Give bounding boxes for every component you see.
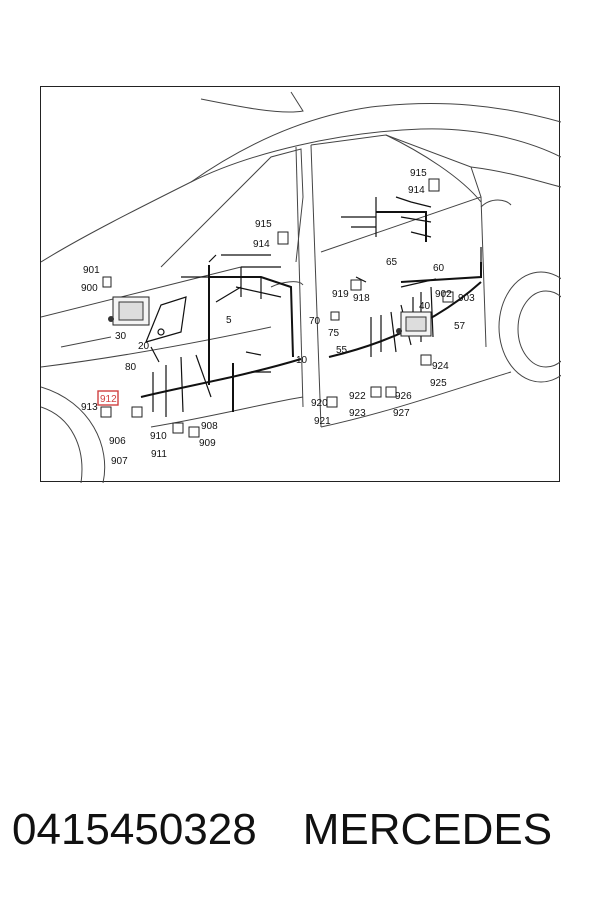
label-901: 901 [83, 265, 100, 276]
highlight-box-912 [97, 390, 119, 406]
label-40: 40 [419, 301, 431, 312]
label-30: 30 [115, 331, 127, 342]
label-919: 919 [332, 289, 349, 300]
label-60: 60 [433, 263, 445, 274]
label-75: 75 [328, 328, 340, 339]
label-65: 65 [386, 257, 398, 268]
label-926: 926 [395, 391, 412, 402]
label-908: 908 [201, 421, 218, 432]
label-922: 922 [349, 391, 366, 402]
label-903: 903 [458, 293, 475, 304]
label-914-rear: 914 [408, 185, 425, 196]
wiring-diagram: 901 900 30 20 80 913 912 906 907 910 911… [40, 86, 561, 483]
label-10: 10 [296, 355, 308, 366]
label-906: 906 [109, 436, 126, 447]
label-915-front: 915 [255, 219, 272, 230]
label-907: 907 [111, 456, 128, 467]
label-925: 925 [430, 378, 447, 389]
label-80: 80 [125, 362, 137, 373]
brand-name: MERCEDES [302, 805, 553, 854]
part-number: 0415450328 [12, 805, 257, 854]
control-module-30 [108, 296, 150, 326]
control-module-57 [396, 311, 432, 337]
footer: 0415450328 MERCEDES [12, 800, 592, 860]
label-921: 921 [314, 416, 331, 427]
label-5: 5 [226, 315, 232, 326]
window-regulator-20 [144, 296, 187, 343]
label-910: 910 [150, 431, 167, 442]
label-918: 918 [353, 293, 370, 304]
label-900: 900 [81, 283, 98, 294]
label-912: 912 [100, 394, 117, 405]
label-913: 913 [81, 402, 98, 413]
connectors [100, 178, 454, 438]
label-20: 20 [138, 341, 150, 352]
label-909: 909 [199, 438, 216, 449]
label-902: 902 [435, 289, 452, 300]
label-55: 55 [336, 345, 348, 356]
label-911: 911 [151, 449, 167, 460]
label-927: 927 [393, 408, 410, 419]
label-915-rear: 915 [410, 168, 427, 179]
label-920: 920 [311, 398, 328, 409]
label-57: 57 [454, 321, 466, 332]
label-70: 70 [309, 316, 321, 327]
wiring-diagram-svg: 901 900 30 20 80 913 912 906 907 910 911… [41, 91, 561, 483]
label-923: 923 [349, 408, 366, 419]
front-door-harness [140, 254, 302, 417]
callout-labels: 901 900 30 20 80 913 912 906 907 910 911… [81, 168, 475, 467]
label-924: 924 [432, 361, 449, 372]
car-body-outline [41, 91, 561, 483]
label-914-front: 914 [253, 239, 270, 250]
